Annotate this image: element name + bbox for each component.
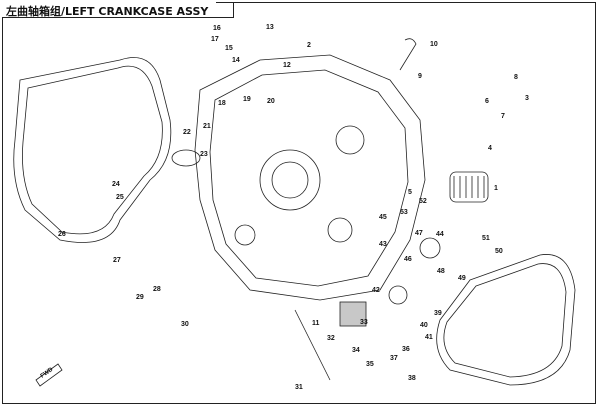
callout-53: 53	[400, 209, 408, 216]
callout-3: 3	[525, 95, 529, 102]
callout-11: 11	[312, 320, 320, 327]
callout-48: 48	[437, 268, 445, 275]
callout-28: 28	[153, 286, 161, 293]
callout-47: 47	[415, 230, 423, 237]
crank-bore-inner	[271, 161, 309, 199]
callout-7: 7	[501, 113, 505, 120]
callout-29: 29	[136, 294, 144, 301]
callout-35: 35	[366, 361, 374, 368]
callout-22: 22	[183, 129, 191, 136]
callout-13: 13	[266, 24, 274, 31]
callout-52: 52	[419, 198, 427, 205]
callout-14: 14	[232, 57, 240, 64]
oil-filter	[449, 171, 489, 203]
callout-16: 16	[213, 25, 221, 32]
callout-31: 31	[295, 384, 303, 391]
callout-26: 26	[58, 231, 66, 238]
drawing-frame	[2, 2, 596, 404]
crankcase-body	[194, 54, 426, 301]
callout-41: 41	[425, 334, 433, 341]
right-gasket	[436, 254, 576, 386]
shaft-bore	[335, 125, 365, 155]
fwd-label: FWD	[40, 367, 55, 380]
callout-9: 9	[418, 73, 422, 80]
callout-24: 24	[112, 181, 120, 188]
gear-44	[419, 237, 441, 259]
oil-strainer	[339, 301, 367, 327]
callout-19: 19	[243, 96, 251, 103]
callout-49: 49	[458, 275, 466, 282]
callout-1: 1	[494, 185, 498, 192]
callout-21: 21	[203, 123, 211, 130]
long-bolt-31	[294, 309, 331, 381]
left-gasket	[13, 57, 172, 243]
callout-39: 39	[434, 310, 442, 317]
callout-10: 10	[430, 41, 438, 48]
title-underline	[2, 17, 234, 18]
title-tab: 左曲轴箱组/LEFT CRANKCASE ASSY	[2, 2, 217, 18]
callout-27: 27	[113, 257, 121, 264]
bearing-23	[171, 149, 201, 167]
callout-23: 23	[200, 151, 208, 158]
callout-25: 25	[116, 194, 124, 201]
callout-51: 51	[482, 235, 490, 242]
crankcase-inner	[209, 69, 409, 287]
callout-2: 2	[307, 42, 311, 49]
callout-8: 8	[514, 74, 518, 81]
crank-bore	[259, 149, 321, 211]
callout-5: 5	[408, 189, 412, 196]
callout-44: 44	[436, 231, 444, 238]
callout-17: 17	[211, 36, 219, 43]
dipstick	[399, 38, 417, 71]
callout-32: 32	[327, 335, 335, 342]
callout-15: 15	[225, 45, 233, 52]
callout-50: 50	[495, 248, 503, 255]
right-gasket-inner	[443, 263, 567, 378]
callout-45: 45	[379, 214, 387, 221]
callout-33: 33	[360, 319, 368, 326]
callout-20: 20	[267, 98, 275, 105]
callout-38: 38	[408, 375, 416, 382]
left-gasket-inner	[22, 65, 163, 235]
callout-46: 46	[404, 256, 412, 263]
callout-30: 30	[181, 321, 189, 328]
fwd-arrow: FWD	[35, 363, 63, 387]
title-divider	[233, 2, 234, 18]
callout-18: 18	[218, 100, 226, 107]
callout-40: 40	[420, 322, 428, 329]
shaft-bore-3	[234, 224, 256, 246]
callout-12: 12	[283, 62, 291, 69]
callout-36: 36	[402, 346, 410, 353]
callout-6: 6	[485, 98, 489, 105]
shaft-bore-2	[327, 217, 353, 243]
callout-4: 4	[488, 145, 492, 152]
callout-37: 37	[390, 355, 398, 362]
callout-42: 42	[372, 287, 380, 294]
gear-42	[388, 285, 408, 305]
diagram-title: 左曲轴箱组/LEFT CRANKCASE ASSY	[6, 5, 209, 18]
callout-43: 43	[379, 241, 387, 248]
callout-34: 34	[352, 347, 360, 354]
